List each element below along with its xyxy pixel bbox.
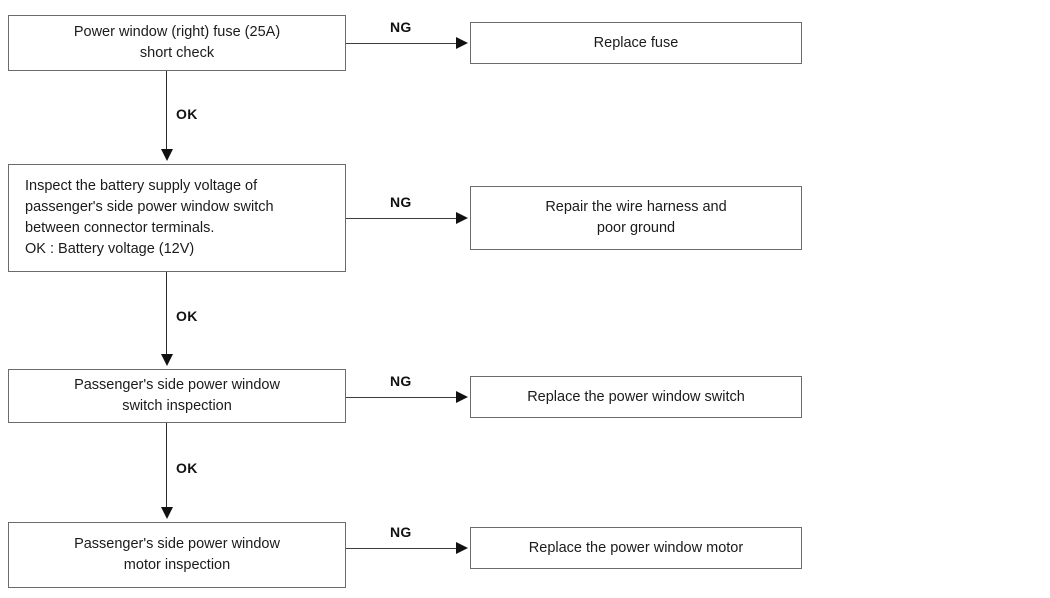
edge-label-step2-ok: OK: [176, 308, 198, 324]
connector-line-step3-ng: [346, 397, 458, 398]
process-node-step3[interactable]: Passenger's side power window switch ins…: [8, 369, 346, 423]
arrow-head-step3-ng: [456, 391, 468, 403]
result-label-step4-ng: Replace the power window motor: [528, 539, 744, 556]
result-node-step3-ng[interactable]: Replace the power window switch: [470, 376, 802, 418]
arrow-head-step1-ng: [456, 37, 468, 49]
connector-line-step1-ng: [346, 43, 458, 44]
node-label-step3: Passenger's side power window switch ins…: [74, 377, 280, 414]
result-label-step3-ng: Replace the power window switch: [527, 388, 745, 405]
connector-line-step3-ok: [166, 423, 167, 507]
arrow-head-step1-ok: [161, 149, 173, 161]
node-label-step4: Passenger's side power window motor insp…: [74, 536, 280, 573]
process-node-step4[interactable]: Passenger's side power window motor insp…: [8, 522, 346, 588]
connector-line-step1-ok: [166, 71, 167, 149]
arrow-head-step4-ng: [456, 542, 468, 554]
edge-label-step3-ng: NG: [390, 373, 412, 389]
edge-label-step1-ng: NG: [390, 19, 412, 35]
edge-label-step4-ng: NG: [390, 524, 412, 540]
connector-line-step4-ng: [346, 548, 458, 549]
result-node-step4-ng[interactable]: Replace the power window motor: [470, 527, 802, 569]
process-node-step2[interactable]: Inspect the battery supply voltage of pa…: [8, 164, 346, 272]
result-label-step2-ng: Repair the wire harness and poor ground: [545, 199, 727, 236]
node-label-step1: Power window (right) fuse (25A) short ch…: [73, 24, 281, 61]
edge-label-step1-ok: OK: [176, 106, 198, 122]
connector-line-step2-ng: [346, 218, 458, 219]
edge-label-step2-ng: NG: [390, 194, 412, 210]
arrow-head-step3-ok: [161, 507, 173, 519]
arrow-head-step2-ng: [456, 212, 468, 224]
connector-line-step2-ok: [166, 272, 167, 354]
result-node-step1-ng[interactable]: Replace fuse: [470, 22, 802, 64]
node-label-step2: Inspect the battery supply voltage of pa…: [25, 178, 274, 257]
result-label-step1-ng: Replace fuse: [593, 34, 679, 51]
result-node-step2-ng[interactable]: Repair the wire harness and poor ground: [470, 186, 802, 250]
arrow-head-step2-ok: [161, 354, 173, 366]
process-node-step1[interactable]: Power window (right) fuse (25A) short ch…: [8, 15, 346, 71]
edge-label-step3-ok: OK: [176, 460, 198, 476]
